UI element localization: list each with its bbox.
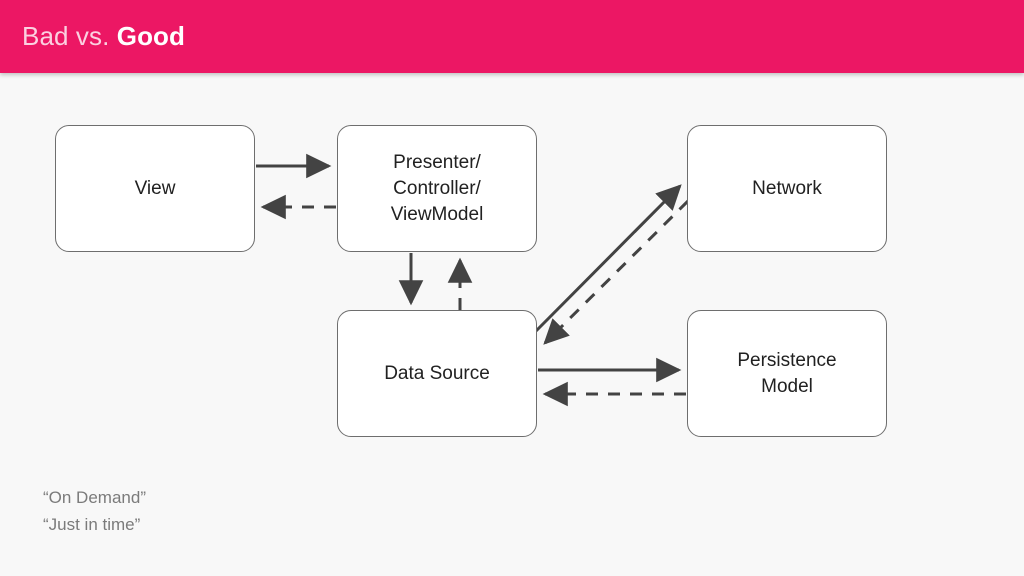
node-persistence-label-line2: Model	[761, 375, 813, 397]
connector-layer	[256, 153, 690, 407]
header-bar: Bad vs. Good	[0, 0, 1024, 73]
node-network-label: Network	[752, 177, 822, 199]
node-presenter-controller-viewmodel[interactable]: Presenter/ Controller/ ViewModel	[337, 125, 537, 252]
page-title: Bad vs. Good	[22, 19, 185, 53]
node-view[interactable]: View	[55, 125, 255, 252]
footnote-line-just-in-time: “Just in time”	[43, 515, 141, 534]
node-view-label: View	[134, 177, 176, 199]
page-title-light: Bad vs.	[22, 21, 110, 51]
node-network[interactable]: Network	[687, 125, 887, 252]
connector-datasource-to-network	[534, 184, 682, 333]
node-presenter-label-line3: ViewModel	[390, 203, 484, 225]
node-presenter-label-line1: Presenter/	[393, 151, 481, 173]
node-persistence-model[interactable]: Persistence Model	[687, 310, 887, 437]
footnote: “On Demand” “Just in time”	[43, 484, 146, 538]
node-data-source[interactable]: Data Source	[337, 310, 537, 437]
node-data-source-label: Data Source	[384, 362, 490, 384]
footnote-line-on-demand: “On Demand”	[43, 488, 146, 507]
architecture-diagram: View Presenter/ Controller/ ViewModel Ne…	[0, 73, 1024, 576]
connector-network-to-datasource	[543, 199, 690, 345]
node-presenter-label-line2: Controller/	[393, 177, 481, 199]
page-title-strong: Good	[116, 21, 186, 51]
node-persistence-label-line1: Persistence	[737, 349, 837, 371]
